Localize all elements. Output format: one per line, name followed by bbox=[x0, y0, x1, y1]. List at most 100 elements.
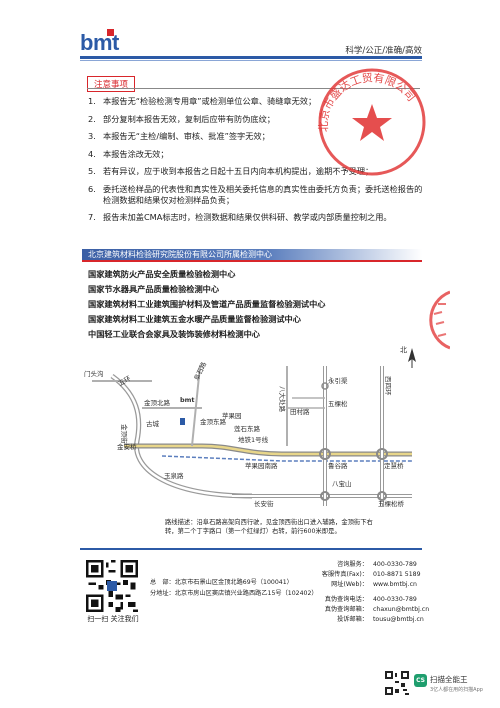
map-label: 苹果园南路 bbox=[245, 461, 278, 470]
hq-address: 总 部：北京市石景山区金顶北路69号（100041） bbox=[150, 577, 318, 588]
contact-row: 真伪查询电话： 400-0330-789 bbox=[306, 595, 429, 605]
map-label: 定慧桥 bbox=[384, 461, 404, 470]
notice-item: 5.若有异议，应于收到本报告之日起十五日内向本机构提出，逾期不予受理； bbox=[88, 166, 423, 177]
destination-marker bbox=[180, 418, 185, 425]
contact-label: 真伪查询邮箱： bbox=[324, 606, 368, 613]
center-list: 国家建筑防火产品安全质量检验检测中心 国家节水器具产品质量检验检测中心 国家建筑… bbox=[88, 267, 325, 342]
notice-item: 4. 本报告涂改无效； bbox=[88, 149, 423, 160]
map-label: 八宝山 bbox=[332, 479, 352, 488]
qr-caption: 扫一扫 关注我们 bbox=[87, 615, 139, 623]
location-map: bmt 门头沟 五环 金顶北路 金顶街 金安桥 金顶东路 古城 阜石路 苹果园 … bbox=[84, 346, 416, 508]
map-label: 五棵松 bbox=[328, 399, 348, 408]
notice-item: 3. 本报告无“主检/编制、审核、批准”签字无效； bbox=[88, 131, 423, 142]
notice-num: 4. bbox=[88, 148, 96, 159]
notice-list: 1. 本报告无“检验检测专用章”或检测单位公章、骑缝章无效； 2. 部分复制本报告无… bbox=[88, 96, 423, 230]
notice-item: 1. 本报告无“检验检测专用章”或检测单位公章、骑缝章无效； bbox=[88, 96, 423, 107]
map-north-label: 北 bbox=[400, 346, 407, 354]
institute-banner: 北京建筑材料检验研究院股份有限公司所属检测中心 bbox=[82, 249, 422, 260]
contact-row: 网址(Web)： www.bmtbj.cn bbox=[306, 580, 429, 590]
notice-num: 6. bbox=[88, 183, 96, 194]
notice-item: 6. 委托送检样品的代表性和真实性及相关委托信息的真实性由委托方负责；委托送检报告… bbox=[88, 184, 423, 206]
wechat-qr-code bbox=[86, 560, 138, 612]
hq-value: 北京市石景山区金顶北路69号（100041） bbox=[174, 579, 293, 586]
map-label: 苹果园 bbox=[222, 411, 242, 420]
route-description: 路线描述：沿阜石路高架向西行驶，见金顶西街出口进入辅路，金顶街下右转，第二个丁字… bbox=[165, 519, 373, 535]
header-rule-thin bbox=[80, 60, 422, 61]
metro-line bbox=[161, 455, 412, 462]
notice-num: 1. bbox=[88, 96, 96, 106]
contact-block: 咨询服务： 400-0330-789 客服传真(Fax)： 010-8871 518… bbox=[306, 560, 429, 625]
contact-row: 咨询服务： 400-0330-789 bbox=[306, 560, 429, 570]
contact-row: 真伪查询邮箱： chaxun@bmtbj.cn bbox=[306, 605, 429, 615]
scanner-qr-code bbox=[385, 671, 409, 695]
notice-text: 本报告无“主检/编制、审核、批准”签字无效； bbox=[103, 131, 270, 141]
contact-row: 投诉邮箱： tousu@bmtbj.cn bbox=[306, 615, 429, 625]
camscanner-badge-icon: CS bbox=[414, 674, 427, 687]
notice-item: 7. 报告未加盖CMA标志时，检测数据和结果仅供科研、教学或内部质量控制之用。 bbox=[88, 212, 423, 223]
hq-label: 总 部： bbox=[150, 579, 175, 586]
branch-address: 分地址：北京市房山区窦店镇兴业路西路乙15号（102402） bbox=[150, 588, 318, 599]
map-label: 五棵松桥 bbox=[378, 499, 405, 508]
notice-divider bbox=[87, 88, 420, 89]
notice-num: 7. bbox=[88, 212, 96, 222]
map-label: 阜石路 bbox=[192, 360, 209, 382]
notice-text: 本报告涂改无效； bbox=[103, 148, 169, 159]
center-item: 国家建筑材料工业建筑五金水暖产品质量监督检验测试中心 bbox=[88, 314, 301, 324]
contact-label: 客服传真(Fax)： bbox=[321, 571, 368, 578]
map-label: 门头沟 bbox=[84, 369, 104, 378]
map-label: 古城 bbox=[146, 419, 160, 428]
contact-value: 400-0330-789 bbox=[373, 596, 417, 603]
center-item: 国家建筑材料工业建筑围护材料及管道产品质量监督检验测试中心 bbox=[88, 299, 326, 309]
footer-rule bbox=[80, 548, 422, 550]
notice-text: 报告未加盖CMA标志时，检测数据和结果仅供科研、教学或内部质量控制之用。 bbox=[103, 212, 392, 222]
map-label: 长安街 bbox=[254, 499, 274, 508]
branch-label: 分地址： bbox=[150, 590, 175, 597]
map-label: 金顶东路 bbox=[200, 417, 227, 426]
map-label: 田村路 bbox=[290, 407, 310, 416]
contact-label: 投诉邮箱： bbox=[337, 616, 368, 623]
slogan: 科学/公正/准确/高效 bbox=[345, 46, 422, 56]
address-block: 总 部：北京市石景山区金顶北路69号（100041） 分地址：北京市房山区窦店镇… bbox=[150, 577, 318, 599]
contact-value: tousu@bmtbj.cn bbox=[373, 616, 424, 623]
notice-text: 委托送检样品的代表性和真实性及相关委托信息的真实性由委托方负责；委托送检报告的检… bbox=[103, 183, 423, 205]
center-item: 国家建筑防火产品安全质量检验检测中心 bbox=[88, 269, 236, 279]
contact-label: 真伪查询电话： bbox=[324, 596, 368, 603]
notice-item: 2. 部分复制本报告无效，复制后应带有防伪底纹； bbox=[88, 114, 423, 125]
notice-title: 注意事项 bbox=[87, 76, 136, 92]
map-bmt-label: bmt bbox=[180, 396, 195, 404]
map-label: 八大处路 bbox=[278, 386, 287, 413]
map-label: 西四环 bbox=[384, 376, 392, 396]
company-seal: 北京市盛达工贸有限公司 bbox=[316, 68, 426, 176]
jinding-road bbox=[191, 365, 201, 447]
center-item: 中国轻工业联合会家具及装饰装修材料检测中心 bbox=[88, 329, 260, 339]
institute-banner-text: 北京建筑材料检验研究院股份有限公司所属检测中心 bbox=[88, 250, 272, 259]
contact-value: 400-0330-789 bbox=[373, 561, 417, 568]
north-arrow-icon: 北 bbox=[400, 346, 416, 368]
map-label: 鲁谷路 bbox=[328, 461, 348, 470]
contact-value: 010-8871 5189 bbox=[373, 571, 421, 578]
banner-red-line bbox=[82, 260, 422, 262]
logo-accent bbox=[107, 29, 114, 36]
contact-label: 咨询服务： bbox=[337, 561, 368, 568]
map-label: 莲石东路 bbox=[234, 424, 261, 433]
contact-label: 网址(Web)： bbox=[331, 581, 368, 588]
header-rule bbox=[80, 56, 422, 59]
notice-num: 2. bbox=[88, 113, 96, 124]
camscanner-name: 扫描全能王 bbox=[430, 675, 468, 684]
camscanner-tagline: 3亿人都在用的扫描App bbox=[430, 687, 483, 693]
contact-row: 客服传真(Fax)： 010-8871 5189 bbox=[306, 570, 429, 580]
notice-text: 本报告无“检验检测专用章”或检测单位公章、骑缝章无效； bbox=[103, 96, 317, 106]
map-label: 永引渠 bbox=[328, 376, 348, 385]
center-item: 国家节水器具产品质量检验检测中心 bbox=[88, 284, 220, 294]
contact-value: chaxun@bmtbj.cn bbox=[373, 606, 430, 613]
map-label: 地铁1号线 bbox=[238, 435, 269, 444]
map-label: 金顶北路 bbox=[144, 398, 171, 407]
map-label: 玉泉路 bbox=[164, 471, 184, 480]
side-seal-fragment bbox=[429, 290, 450, 350]
contact-value: www.bmtbj.cn bbox=[373, 581, 417, 588]
notice-text: 若有异议，应于收到本报告之日起十五日内向本机构提出，逾期不予受理； bbox=[103, 166, 374, 176]
map-label: 金安桥 bbox=[117, 442, 137, 451]
notice-text: 部分复制本报告无效，复制后应带有防伪底纹； bbox=[103, 113, 275, 124]
notice-num: 3. bbox=[88, 131, 96, 141]
